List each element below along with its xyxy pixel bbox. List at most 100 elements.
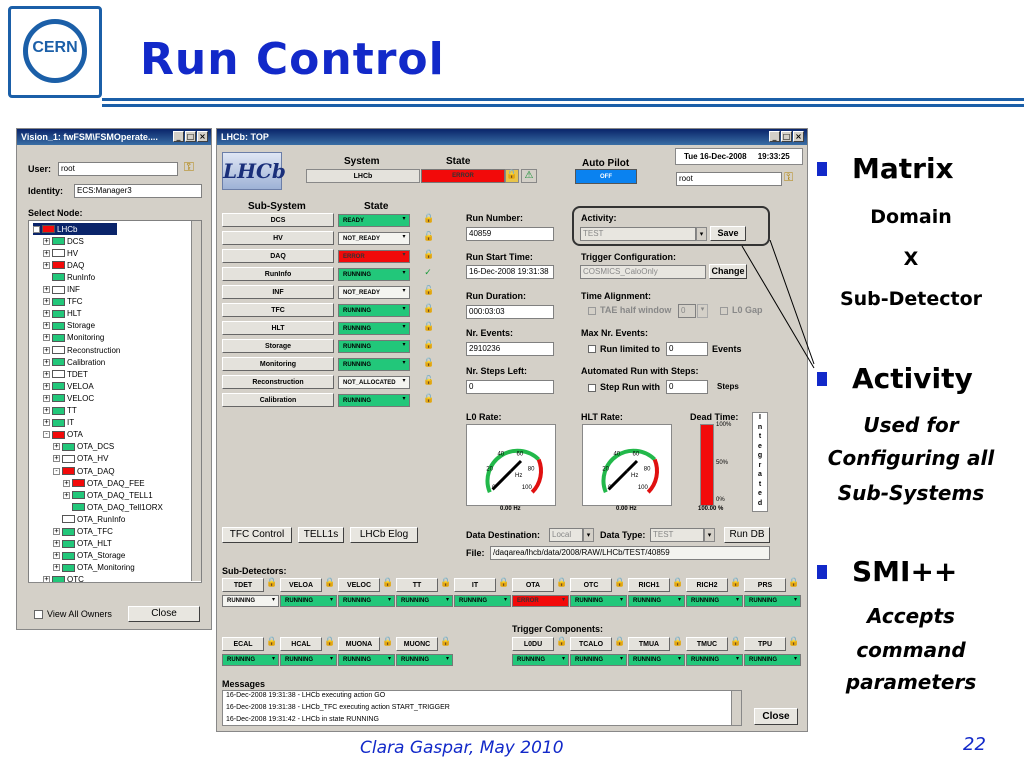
detector-button[interactable]: HCAL (280, 637, 322, 651)
detector-state[interactable]: RUNNING▾ (744, 595, 801, 607)
tree-node[interactable]: -OTA_DAQ (53, 465, 115, 477)
autopilot-toggle[interactable]: OFF (575, 169, 637, 184)
subsystem-state[interactable]: RUNNING▾ (338, 340, 410, 353)
tree-node[interactable]: +OTA_HV (53, 453, 108, 465)
chevron-down-icon[interactable]: ▾ (696, 227, 707, 241)
data-type-select[interactable]: TEST (650, 528, 704, 542)
detector-button[interactable]: VELOA (280, 578, 322, 592)
lock-icon[interactable]: 🔒 (556, 637, 568, 647)
lock-icon[interactable]: 🔒 (730, 578, 742, 588)
tfc-control-button[interactable]: TFC Control (222, 527, 292, 543)
tree-node[interactable]: +Storage (43, 320, 95, 332)
tree-node[interactable]: +TFC (43, 296, 83, 308)
lock-icon[interactable]: 🔒 (730, 637, 742, 647)
chevron-down-icon[interactable]: ▾ (402, 233, 406, 240)
lock-icon[interactable]: 🔒 (672, 637, 684, 647)
lock-icon[interactable]: 🔒 (423, 340, 435, 350)
detector-state[interactable]: RUNNING▾ (744, 654, 801, 666)
tree-expander-icon[interactable] (63, 504, 70, 511)
subsystem-state[interactable]: RUNNING▾ (338, 358, 410, 371)
lock-icon[interactable]: 🔒 (324, 637, 336, 647)
activity-select[interactable]: TEST (580, 227, 696, 241)
chevron-down-icon[interactable]: ▾ (503, 596, 507, 603)
maximize-button[interactable]: □ (185, 131, 196, 142)
lock-icon[interactable]: 🔒 (423, 358, 435, 368)
tree-node[interactable]: +OTA_Monitoring (53, 562, 135, 574)
detector-button[interactable]: IT (454, 578, 496, 592)
detector-button[interactable]: VELOC (338, 578, 380, 592)
maximize-button[interactable]: □ (781, 131, 792, 142)
lock-icon[interactable]: 🔒 (498, 578, 510, 588)
chevron-down-icon[interactable]: ▾ (793, 655, 797, 662)
detector-state[interactable]: RUNNING▾ (338, 654, 395, 666)
subsystem-state[interactable]: RUNNING▾ (338, 394, 410, 407)
lock-open-icon[interactable]: 🔓 (423, 232, 435, 242)
tree-expander-icon[interactable]: + (53, 539, 60, 548)
step-run-field[interactable]: 0 (666, 380, 708, 394)
lock-icon[interactable]: 🔒 (266, 578, 278, 588)
chevron-down-icon[interactable]: ▾ (619, 655, 623, 662)
chevron-down-icon[interactable]: ▾ (402, 251, 406, 258)
tree-expander-icon[interactable]: + (53, 454, 60, 463)
tree-expander-icon[interactable]: - (43, 430, 50, 439)
lock-icon[interactable]: 🔒 (788, 637, 800, 647)
check-icon[interactable]: ✓ (424, 268, 432, 278)
detector-state[interactable]: RUNNING▾ (396, 595, 453, 607)
tree-expander-icon[interactable]: + (43, 381, 50, 390)
subsystem-state[interactable]: RUNNING▾ (338, 304, 410, 317)
tree-vscrollbar[interactable] (191, 221, 201, 581)
subsystem-button[interactable]: Calibration (222, 393, 334, 407)
subsystem-button[interactable]: HV (222, 231, 334, 245)
subsystem-state[interactable]: NOT_READY▾ (338, 232, 410, 245)
user-field[interactable]: root (58, 162, 178, 176)
detector-state[interactable]: RUNNING▾ (222, 654, 279, 666)
chevron-down-icon[interactable]: ▾ (387, 596, 391, 603)
detector-state[interactable]: RUNNING▾ (628, 595, 685, 607)
top-user-field[interactable]: root (676, 172, 782, 186)
change-button[interactable]: Change (709, 264, 747, 279)
identity-field[interactable]: ECS:Manager3 (74, 184, 202, 198)
minimize-button[interactable]: _ (769, 131, 780, 142)
subsystem-button[interactable]: DAQ (222, 249, 334, 263)
tree-node[interactable]: +OTA_DCS (53, 441, 114, 453)
top-close-button[interactable]: Close (754, 708, 798, 725)
lock-icon[interactable]: 🔒 (423, 304, 435, 314)
system-state[interactable]: ERROR (421, 169, 505, 183)
tree-node[interactable]: +Reconstruction (43, 344, 120, 356)
chevron-down-icon[interactable]: ▾ (402, 377, 406, 384)
subsystem-button[interactable]: INF (222, 285, 334, 299)
tree-node[interactable]: +OTA_HLT (53, 538, 112, 550)
vision-close-button[interactable]: Close (128, 606, 200, 622)
tree-node[interactable]: +IT (43, 417, 74, 429)
tree-node[interactable]: +HV (43, 247, 78, 259)
chevron-down-icon[interactable]: ▾ (445, 596, 449, 603)
detector-button[interactable]: MUONC (396, 637, 438, 651)
detector-button[interactable]: TDET (222, 578, 264, 592)
chevron-down-icon[interactable]: ▾ (445, 655, 449, 662)
chevron-down-icon[interactable]: ▾ (402, 323, 406, 330)
chevron-down-icon[interactable]: ▾ (735, 655, 739, 662)
tree-expander-icon[interactable]: + (43, 236, 50, 245)
detector-state[interactable]: ERROR▾ (512, 595, 569, 607)
tree-node[interactable]: +TDET (43, 368, 88, 380)
detector-state[interactable]: RUNNING▾ (686, 654, 743, 666)
subsystem-state[interactable]: ERROR▾ (338, 250, 410, 263)
tree-node[interactable]: +OTA_DAQ_FEE (63, 477, 145, 489)
tree-expander-icon[interactable]: + (43, 369, 50, 378)
chevron-down-icon[interactable]: ▾ (329, 596, 333, 603)
tree-expander-icon[interactable]: + (43, 357, 50, 366)
tree-expander-icon[interactable]: + (53, 527, 60, 535)
tree-expander-icon[interactable]: + (43, 297, 50, 306)
detector-button[interactable]: TCALO (570, 637, 612, 651)
tree-expander-icon[interactable]: + (43, 345, 50, 354)
key-icon[interactable]: ⚿ (184, 160, 194, 175)
subsystem-button[interactable]: TFC (222, 303, 334, 317)
tree-expander-icon[interactable]: + (43, 309, 50, 318)
detector-button[interactable]: RICH2 (686, 578, 728, 592)
subsystem-state[interactable]: RUNNING▾ (338, 322, 410, 335)
detector-button[interactable]: TT (396, 578, 438, 592)
tree-expander-icon[interactable]: + (43, 321, 50, 330)
view-all-owners-checkbox[interactable] (34, 610, 43, 619)
tree-node[interactable]: +OTA_Storage (53, 550, 125, 562)
